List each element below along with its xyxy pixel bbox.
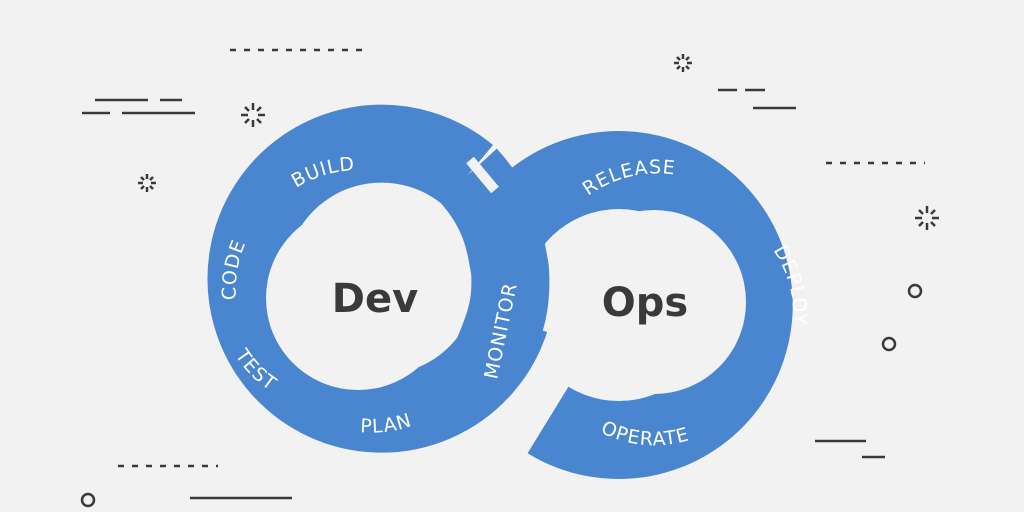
dev-label: Dev xyxy=(332,276,418,322)
infinity-loop xyxy=(207,104,793,479)
sparkle-icon xyxy=(138,174,156,192)
circle-icon xyxy=(907,283,923,299)
circle-icon xyxy=(80,492,96,508)
loop-gap xyxy=(466,156,499,194)
decorations xyxy=(80,48,939,508)
sparkle-icon xyxy=(241,103,265,127)
ops-label: Ops xyxy=(602,280,688,326)
ops-ring xyxy=(478,131,793,479)
dev-ring xyxy=(207,104,548,453)
loop-connector xyxy=(438,148,550,377)
ops-hole xyxy=(562,210,746,394)
sparkle-icon xyxy=(915,206,939,230)
circle-icon xyxy=(881,336,897,352)
sparkle-icon xyxy=(674,54,692,72)
dev-hole xyxy=(266,206,450,390)
